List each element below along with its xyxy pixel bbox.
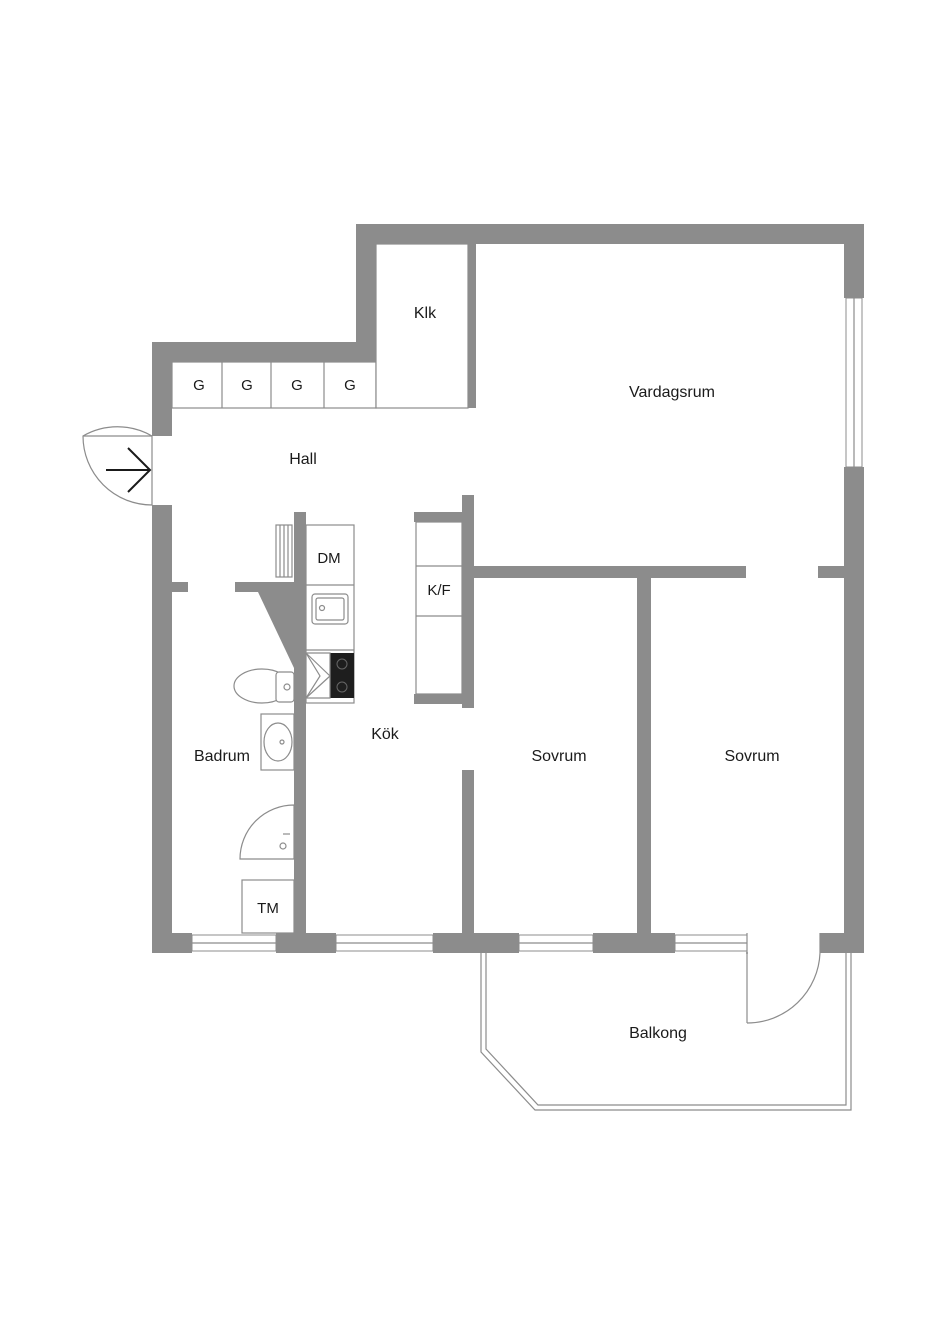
label-sovrum-2: Sovrum: [724, 748, 779, 765]
label-badrum: Badrum: [194, 748, 250, 765]
label-vardagsrum: Vardagsrum: [629, 384, 715, 401]
sink-icon: [311, 593, 349, 625]
toilet-icon: [233, 668, 295, 704]
label-hall: Hall: [289, 451, 317, 468]
room-labels: Klk Vardagsrum Hall Kök Badrum Sovrum So…: [194, 305, 780, 1042]
kitchen-fixtures: [275, 521, 463, 704]
label-sovrum-1: Sovrum: [531, 748, 586, 765]
entrance-arrow-icon: [106, 447, 152, 493]
label-dm: DM: [317, 550, 340, 567]
bathroom-fixtures: [233, 668, 295, 934]
label-g-3: G: [291, 377, 303, 394]
label-g-2: G: [241, 377, 253, 394]
klk-cabinet: [375, 243, 469, 409]
outer-walls: [152, 224, 864, 953]
kf-unit: [415, 521, 463, 695]
label-kok: Kök: [371, 726, 400, 743]
label-g-1: G: [193, 377, 205, 394]
fixture-labels: G G G G DM K/F TM: [193, 377, 451, 917]
interior-walls: [172, 244, 844, 933]
washbasin-icon: [260, 713, 295, 771]
label-kf: K/F: [427, 582, 450, 599]
label-tm: TM: [257, 900, 279, 917]
entrance-door[interactable]: [82, 426, 153, 506]
windows: [191, 297, 863, 952]
stove-icon: [304, 652, 354, 699]
wardrobes: [171, 243, 469, 409]
label-g-4: G: [344, 377, 356, 394]
label-klk: Klk: [414, 305, 437, 322]
tm-unit: [241, 879, 295, 934]
door-swing-icon[interactable]: [746, 933, 821, 1024]
shower-icon: [239, 804, 295, 860]
label-balkong: Balkong: [629, 1025, 687, 1042]
balcony: [480, 933, 852, 1111]
